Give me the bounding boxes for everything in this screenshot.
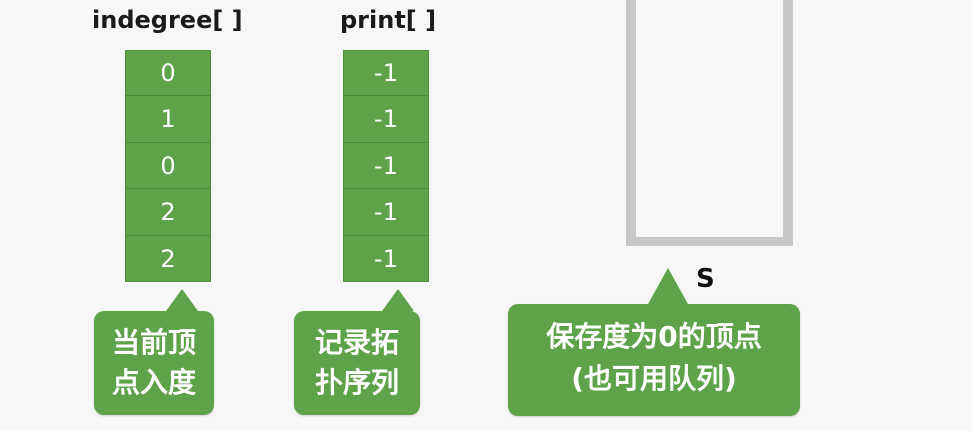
indegree-cell: 2 [160,244,176,273]
print-array: -1 -1 -1 -1 -1 [343,50,429,282]
print-note: 记录拓 扑序列 [294,289,420,415]
stack-left-wall [626,0,636,246]
indegree-note: 当前顶 点入度 [94,289,214,415]
stack-right-wall [783,0,793,246]
indegree-cell: 0 [125,50,211,97]
print-cell: -1 [343,96,429,143]
print-cell: -1 [343,189,429,236]
stack-note: 保存度为0的顶点 (也可用队列) [508,268,800,416]
indegree-note-line1: 当前顶 [111,326,196,359]
indegree-cell: 2 [125,189,211,236]
indegree-note-line2: 点入度 [111,366,196,399]
print-note-tail [382,289,414,311]
indegree-title: indegree[ ] [92,6,243,34]
print-title: print[ ] [340,6,437,34]
stack-note-line1: 保存度为0的顶点 [546,320,762,353]
print-cell: -1 [374,244,398,273]
indegree-cell: 0 [125,143,211,190]
stack-note-tail [648,268,688,304]
print-note-line2: 扑序列 [314,366,399,399]
print-cell: -1 [343,143,429,190]
print-note-line1: 记录拓 [314,326,399,359]
indegree-array: 0 1 0 2 2 [125,50,211,282]
stack-bottom-wall [626,237,793,246]
stack-note-line2: (也可用队列) [571,362,737,395]
stack-label: S [696,264,715,294]
indegree-note-tail [166,289,198,311]
indegree-cell: 1 [125,96,211,143]
print-cell: -1 [343,50,429,97]
